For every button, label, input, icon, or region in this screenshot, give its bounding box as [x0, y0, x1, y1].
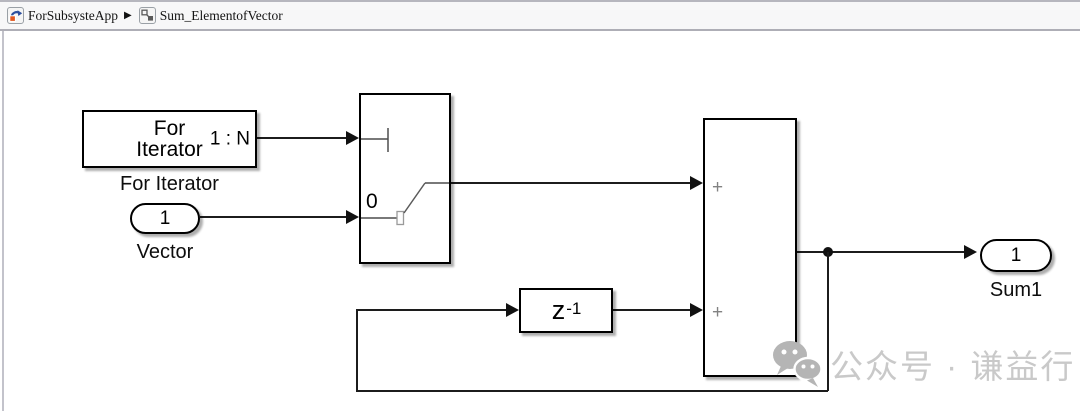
unit-delay-block[interactable]: z-1 — [519, 288, 613, 333]
vector-inport-number: 1 — [159, 207, 171, 229]
for-iterator-output-port-label: 1 : N — [209, 128, 250, 150]
arrowhead — [346, 131, 359, 145]
simulink-model-icon — [7, 7, 24, 24]
breadcrumb-item-model[interactable]: ForSubsysteApp — [7, 7, 118, 24]
vector-inport-name[interactable]: Vector — [136, 241, 194, 263]
arrowhead — [690, 303, 703, 317]
wire-sum-to-outport[interactable] — [797, 251, 964, 253]
wire-feedback-down[interactable] — [827, 252, 829, 391]
breadcrumb-item-subsystem[interactable]: Sum_ElementofVector — [138, 7, 283, 24]
wire-switch-to-sum[interactable] — [451, 182, 691, 184]
subsystem-icon — [138, 7, 156, 24]
watermark-text: 公众号 · 谦益行 — [830, 348, 1076, 385]
sum-block[interactable]: + + — [703, 118, 797, 377]
canvas-left-border — [2, 31, 4, 411]
watermark: 公众号 · 谦益行 — [770, 338, 1075, 390]
wire-foriterator-to-switch[interactable] — [257, 137, 347, 139]
vector-inport-block[interactable]: 1 — [130, 203, 200, 234]
wechat-icon — [773, 341, 823, 387]
index-switch-block[interactable]: 0 — [359, 93, 451, 264]
breadcrumb-model-label[interactable]: ForSubsysteApp — [28, 7, 119, 23]
sum-plus-sign-2: + — [712, 302, 724, 323]
for-iterator-text-line2: Iterator — [136, 138, 203, 161]
sum1-outport-block[interactable]: 1 — [980, 239, 1052, 272]
wire-feedback-up[interactable] — [356, 310, 358, 391]
arrowhead — [506, 303, 519, 317]
wire-feedback-to-delay[interactable] — [356, 309, 506, 311]
for-iterator-block-name[interactable]: For Iterator — [120, 173, 219, 195]
sum-plus-sign-1: + — [712, 177, 724, 198]
wire-feedback-bottom[interactable] — [356, 390, 828, 392]
switch-default-label: 0 — [366, 190, 378, 213]
switch-contact-icon — [396, 210, 405, 226]
switch-block-glyph: 0 — [361, 128, 449, 226]
for-iterator-block[interactable]: For Iterator 1 : N — [82, 110, 257, 168]
sum1-outport-name[interactable]: Sum1 — [989, 279, 1043, 301]
arrowhead — [346, 210, 359, 224]
for-iterator-text-line1: For — [153, 117, 186, 140]
sum1-outport-number: 1 — [1010, 244, 1022, 266]
breadcrumb-subsystem-label[interactable]: Sum_ElementofVector — [159, 7, 283, 23]
switch-arm-icon — [403, 182, 426, 214]
arrowhead — [964, 245, 977, 259]
unit-delay-base: z — [551, 295, 566, 325]
breadcrumb: ForSubsysteApp ▶ Sum_ElementofVector — [0, 0, 1080, 31]
arrowhead — [690, 176, 703, 190]
breadcrumb-separator-icon: ▶ — [124, 10, 132, 21]
wire-delay-to-sum[interactable] — [613, 309, 691, 311]
wire-vector-to-switch[interactable] — [200, 216, 347, 218]
